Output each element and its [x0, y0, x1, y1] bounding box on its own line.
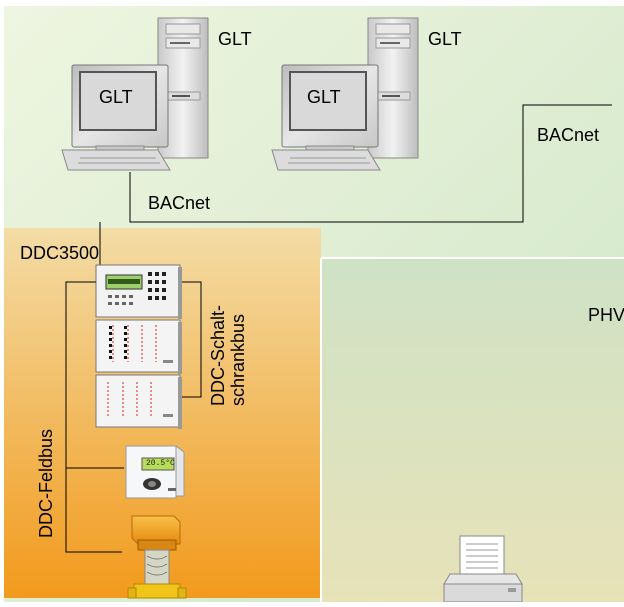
room-unit-display-text: 20.5°C	[146, 459, 175, 468]
workstation-right-icon	[271, 17, 419, 171]
bacnet-right-label: BACnet	[537, 125, 600, 145]
bacnet-bus-label: BACnet	[148, 193, 211, 213]
glt-screen-left-label: GLT	[99, 87, 133, 107]
room-thermostat-icon	[125, 445, 185, 499]
phv-label: PHV	[588, 305, 624, 325]
schaltschrankbus-line1: DDC-Schalt-	[208, 304, 228, 406]
feldbus-text: DDC-Feldbus	[36, 428, 56, 538]
ddc3500-label: DDC3500	[20, 243, 100, 263]
valve-actuator-icon	[127, 515, 187, 599]
schaltschrankbus-line	[182, 281, 202, 398]
schaltschrankbus-line2: schrankbus	[228, 313, 248, 406]
io-module-icon	[95, 319, 182, 374]
printer-icon	[443, 535, 523, 603]
bacnet-network-lines	[99, 104, 612, 265]
feldbus-line	[65, 281, 124, 553]
glt-tower-left-label: GLT	[218, 29, 252, 49]
ddc-controller-icon	[95, 264, 182, 319]
io-module-icon	[95, 374, 182, 429]
glt-screen-right-label: GLT	[307, 87, 341, 107]
ddc-schaltschrankbus-label: DDC-Schalt- schrankbus	[208, 305, 248, 406]
workstation-left-icon	[61, 17, 209, 171]
ddc-feldbus-label: DDC-Feldbus	[36, 429, 56, 538]
glt-tower-right-label: GLT	[428, 29, 462, 49]
